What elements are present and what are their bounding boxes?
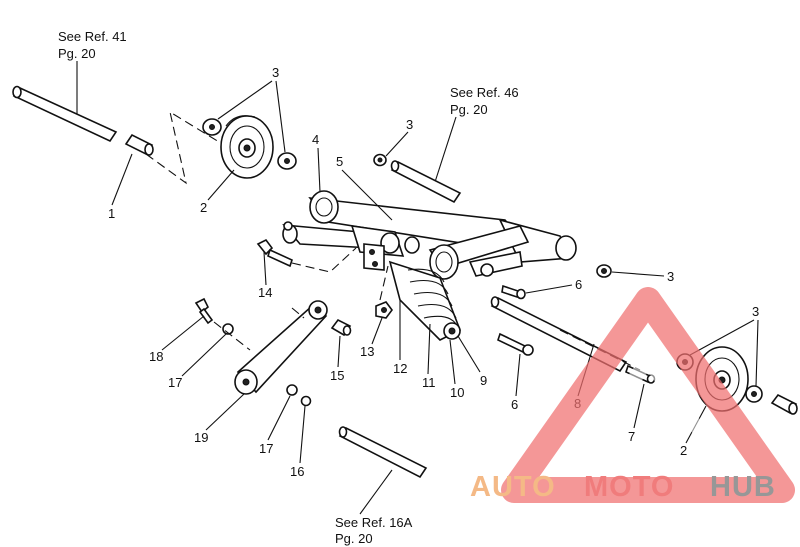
leader-18 bbox=[161, 315, 205, 351]
leader-14 bbox=[263, 251, 267, 286]
bushing-lower-right bbox=[770, 393, 798, 415]
bolt-18 bbox=[194, 297, 214, 325]
leader-4 bbox=[317, 147, 321, 193]
leader-2-left bbox=[207, 169, 235, 201]
nut-16 bbox=[300, 395, 312, 407]
ref16a-leader bbox=[359, 469, 393, 515]
leader-15 bbox=[337, 335, 341, 368]
callout-14: 14 bbox=[258, 285, 272, 300]
ref41-line2: Pg. 20 bbox=[58, 46, 96, 61]
ref16a-line1: See Ref. 16A bbox=[335, 515, 413, 530]
callout-2-left: 2 bbox=[200, 200, 207, 215]
washer-upper-left bbox=[202, 118, 222, 136]
leader-9 bbox=[457, 335, 481, 373]
callout-11: 11 bbox=[422, 375, 436, 390]
bolt-6-upper bbox=[501, 284, 526, 300]
assembly-path-upper-left bbox=[145, 110, 225, 185]
washer-right bbox=[596, 264, 612, 278]
leader-3-top-mid bbox=[275, 80, 286, 153]
ref16a-line2: Pg. 20 bbox=[335, 531, 373, 546]
bushing-1 bbox=[124, 133, 154, 156]
washer-lower-right-b bbox=[745, 385, 763, 403]
callout-12: 12 bbox=[393, 361, 407, 376]
callout-3-top-left: 3 bbox=[272, 65, 279, 80]
leader-17-left bbox=[181, 333, 227, 377]
upper-right-shaft bbox=[390, 160, 462, 204]
callout-19: 19 bbox=[194, 430, 208, 445]
automotohub-watermark: AUTO MOTO HUB bbox=[470, 287, 795, 503]
upper-left-shaft bbox=[12, 85, 118, 143]
callout-17-left: 17 bbox=[168, 375, 182, 390]
leader-6-lower bbox=[515, 353, 521, 397]
washer-upper-right-small bbox=[373, 153, 387, 167]
callout-3-far-right: 3 bbox=[752, 304, 759, 319]
bolt-5 bbox=[283, 221, 293, 231]
assembly-path-bolt14 bbox=[291, 247, 357, 273]
leader-3-ref46 bbox=[385, 131, 409, 157]
leader-13 bbox=[371, 317, 383, 345]
assembly-path-arm bbox=[291, 307, 305, 319]
pivot-arm-assembly bbox=[282, 190, 577, 280]
leader-11 bbox=[427, 323, 431, 375]
watermark-word-moto: MOTO bbox=[584, 471, 674, 503]
callout-3-top-mid: 3 bbox=[406, 117, 413, 132]
callout-10: 10 bbox=[450, 385, 464, 400]
callout-6-lower: 6 bbox=[511, 397, 518, 412]
bolt-14 bbox=[256, 238, 293, 268]
callout-5: 5 bbox=[336, 154, 343, 169]
watermark-triangle-inner bbox=[561, 353, 735, 477]
leader-1 bbox=[111, 153, 133, 206]
leader-3-far-right-b bbox=[755, 319, 759, 387]
assembly-path-bolt18 bbox=[213, 321, 251, 351]
callout-15: 15 bbox=[330, 368, 344, 383]
bushing-15 bbox=[330, 318, 352, 337]
leader-17-lower bbox=[267, 395, 291, 441]
callout-9: 9 bbox=[480, 373, 487, 388]
ref46-line2: Pg. 20 bbox=[450, 102, 488, 117]
washer-upper-mid bbox=[277, 152, 297, 170]
nut-13 bbox=[375, 301, 393, 319]
watermark-triangle-outer bbox=[501, 287, 795, 503]
callout-17-lower: 17 bbox=[259, 441, 273, 456]
shock-spring bbox=[388, 260, 462, 341]
leader-10 bbox=[449, 339, 456, 385]
assembly-path-nut13 bbox=[379, 265, 389, 301]
washer-17-lower bbox=[286, 384, 298, 396]
callout-4: 4 bbox=[312, 132, 319, 147]
leader-7 bbox=[633, 383, 645, 429]
leader-6-upper bbox=[525, 284, 573, 294]
callout-3-right: 3 bbox=[667, 269, 674, 284]
watermark-word-auto: AUTO bbox=[470, 471, 556, 503]
idler-wheel-upper-left bbox=[220, 115, 274, 179]
ref46-line1: See Ref. 46 bbox=[450, 85, 519, 100]
ref46-leader bbox=[434, 116, 457, 183]
callout-7: 7 bbox=[628, 429, 635, 444]
ref41-line1: See Ref. 41 bbox=[58, 29, 127, 44]
leader-3-top-left bbox=[217, 80, 273, 120]
callout-2-right: 2 bbox=[680, 443, 687, 458]
callout-6-upper: 6 bbox=[575, 277, 582, 292]
callout-18: 18 bbox=[149, 349, 163, 364]
callout-13: 13 bbox=[360, 344, 374, 359]
leader-16 bbox=[299, 405, 306, 464]
callout-1: 1 bbox=[108, 206, 115, 221]
link-arm-19 bbox=[234, 300, 328, 395]
bolt-6-lower bbox=[497, 332, 534, 356]
leader-3-right bbox=[611, 271, 665, 277]
callout-16: 16 bbox=[290, 464, 304, 479]
leader-3-far-right-a bbox=[689, 319, 755, 356]
leader-19 bbox=[205, 393, 245, 431]
watermark-word-hub: HUB bbox=[710, 471, 776, 503]
lower-left-shaft bbox=[338, 426, 428, 479]
leader-5 bbox=[341, 169, 393, 221]
lower-right-shaft bbox=[490, 296, 628, 373]
